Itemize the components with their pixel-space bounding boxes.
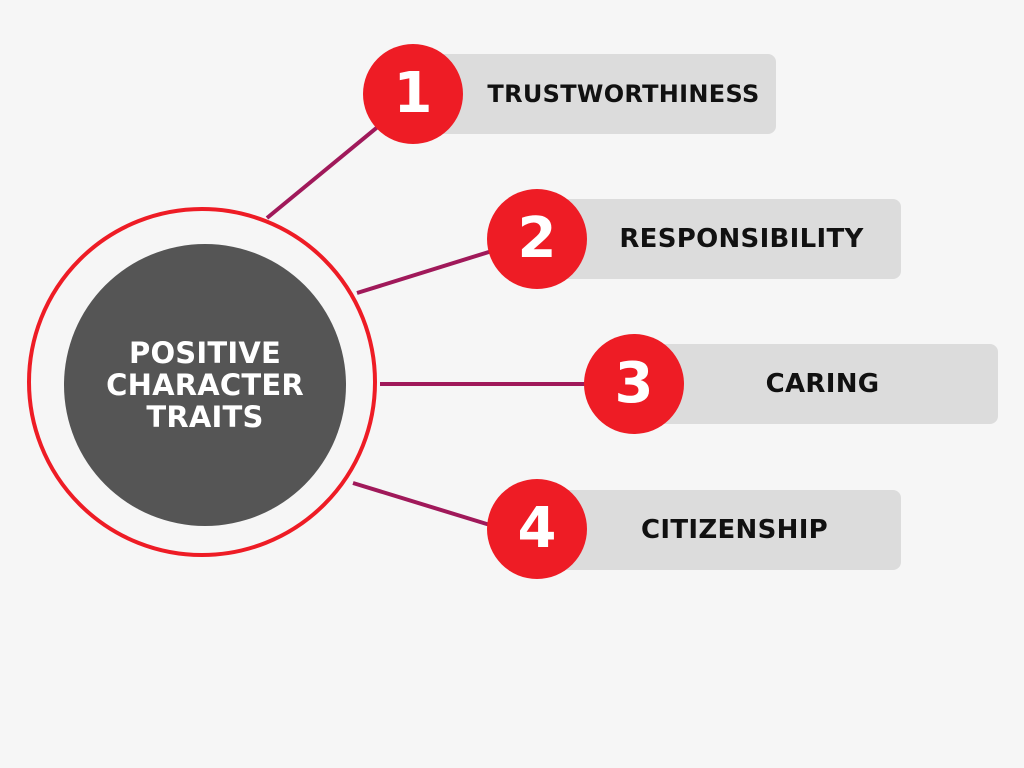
trait-label-3: CARING [765, 369, 880, 399]
center-title: POSITIVE CHARACTER TRAITS [106, 337, 304, 433]
trait-label-2: RESPONSIBILITY [619, 224, 864, 254]
trait-label-1: TRUSTWORTHINESS [487, 80, 760, 108]
center-title-line-1: POSITIVE [128, 336, 281, 370]
trait-number-badge-4: 4 [487, 479, 587, 579]
center-circle: POSITIVE CHARACTER TRAITS [64, 244, 346, 526]
trait-number-badge-3: 3 [584, 334, 684, 434]
connector-line-4 [352, 481, 491, 527]
center-title-line-3: TRAITS [146, 400, 264, 434]
connector-line-2 [356, 249, 493, 295]
center-title-line-2: CHARACTER [106, 368, 304, 402]
trait-label-box-2: RESPONSIBILITY [560, 199, 901, 279]
trait-label-4: CITIZENSHIP [640, 515, 829, 545]
trait-label-box-3: CARING [655, 344, 998, 424]
trait-number-badge-2: 2 [487, 189, 587, 289]
trait-number-badge-1: 1 [363, 44, 463, 144]
trait-label-box-1: TRUSTWORTHINESS [435, 54, 776, 134]
connector-line-1 [265, 123, 382, 220]
trait-label-box-4: CITIZENSHIP [560, 490, 901, 570]
